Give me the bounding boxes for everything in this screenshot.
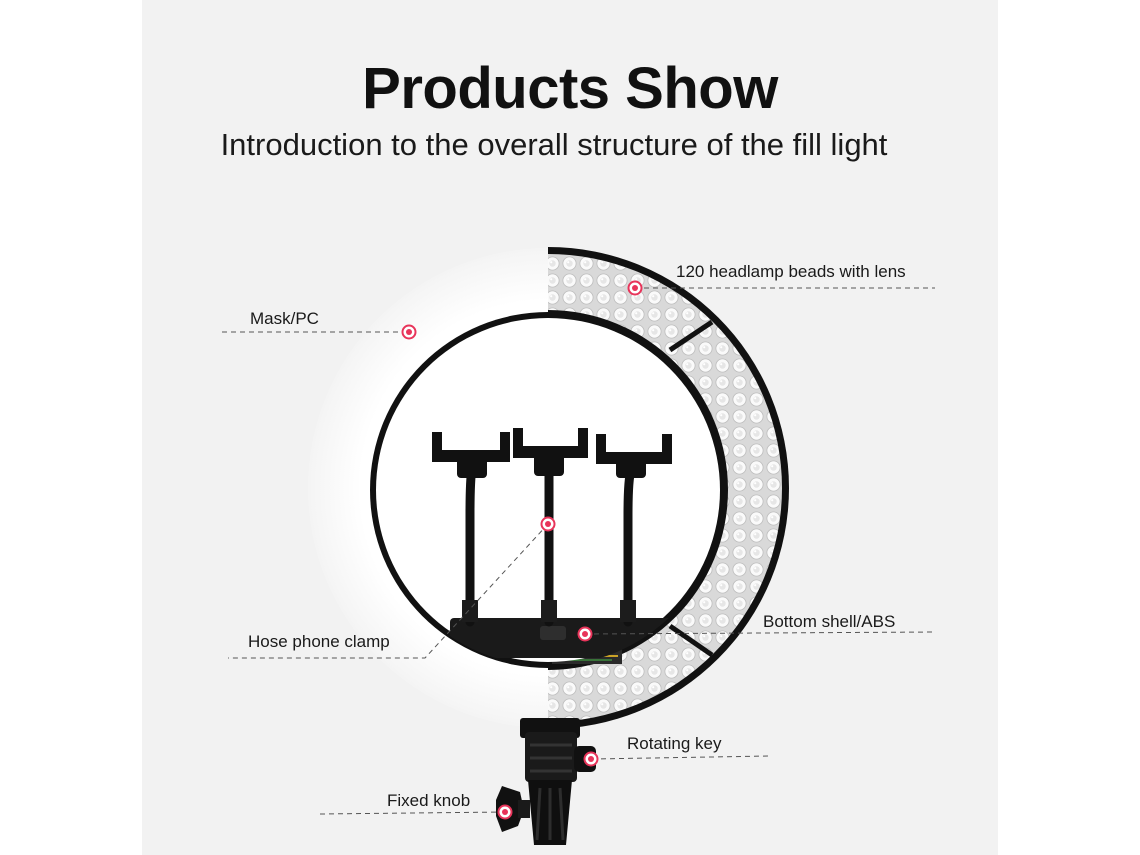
clamp-right	[596, 434, 672, 478]
marker-bottom-shell	[577, 626, 593, 642]
page-title: Products Show	[362, 56, 778, 121]
callout-hose-label: Hose phone clamp	[248, 632, 390, 651]
callout-bottom-shell-label: Bottom shell/ABS	[763, 612, 896, 631]
clamp-left	[432, 432, 510, 478]
callout-leaders	[222, 287, 936, 815]
marker-beads	[627, 280, 643, 296]
callout-rotating-key-label: Rotating key	[627, 734, 722, 753]
marker-mask	[401, 324, 417, 340]
page-subtitle: Introduction to the overall structure of…	[220, 127, 888, 162]
callout-mask-label: Mask/PC	[250, 309, 319, 328]
hose-phone-clamps	[432, 428, 680, 658]
marker-rotating-key	[583, 751, 599, 767]
callout-fixed-knob-label: Fixed knob	[387, 791, 471, 810]
callout-beads-label: 120 headlamp beads with lens	[676, 262, 906, 281]
clamp-center	[513, 428, 588, 476]
mount-assembly	[496, 718, 596, 845]
marker-hose	[540, 516, 556, 532]
marker-fixed-knob	[497, 804, 513, 820]
callout-markers	[401, 280, 643, 820]
